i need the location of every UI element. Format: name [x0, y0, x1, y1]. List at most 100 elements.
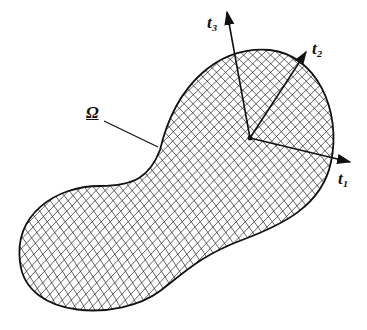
mesh-line: [0, 0, 6, 330]
mesh-line: [0, 0, 3, 330]
mesh-line: [264, 0, 367, 330]
mesh-line: [291, 0, 367, 330]
mesh-line: [192, 0, 367, 330]
mesh-line: [0, 0, 105, 330]
origin-point: [248, 136, 253, 141]
mesh-line: [363, 0, 367, 330]
mesh-line: [93, 0, 367, 330]
mesh-line: [0, 0, 285, 330]
mesh-line: [201, 0, 367, 330]
mesh-line: [30, 0, 330, 330]
mesh-line: [345, 0, 367, 330]
mesh-line: [282, 0, 367, 330]
mesh-line: [0, 0, 249, 330]
mesh-line: [210, 0, 367, 330]
mesh-line: [0, 0, 96, 330]
mesh-line: [336, 0, 367, 330]
vector-label: t₂: [312, 40, 323, 57]
mesh-line: [201, 0, 367, 330]
vector-label: t₁: [338, 170, 349, 187]
mesh-line: [183, 0, 367, 330]
mesh-line: [0, 0, 273, 330]
mesh-line: [102, 0, 367, 330]
mesh-line: [210, 0, 367, 330]
mesh-line: [0, 0, 240, 330]
mesh-line: [354, 0, 367, 330]
mesh-line: [354, 0, 367, 330]
mesh-line: [0, 0, 24, 330]
vector-label: t₃: [207, 14, 218, 31]
mesh-line: [318, 0, 367, 330]
mesh-line: [75, 0, 367, 330]
mesh-line: [183, 0, 367, 330]
mesh-line: [0, 0, 156, 330]
mesh-line: [0, 0, 231, 330]
mesh-line: [309, 0, 367, 330]
mesh-line: [345, 0, 367, 330]
mesh-line: [327, 0, 367, 330]
mesh-line: [0, 0, 183, 330]
vector-arrow: [250, 52, 306, 138]
vector-arrow: [250, 138, 350, 162]
mesh-line: [0, 0, 75, 330]
mesh-line: [0, 0, 255, 330]
mesh-line: [291, 0, 367, 330]
mesh-line: [363, 0, 367, 330]
mesh-line: [0, 0, 21, 330]
mesh-line: [0, 0, 120, 330]
mesh-line: [219, 0, 367, 330]
mesh-line: [66, 0, 367, 330]
mesh-line: [0, 0, 192, 330]
mesh-line: [0, 0, 114, 330]
mesh-line: [0, 0, 294, 330]
mesh-line: [84, 0, 367, 330]
mesh-line: [0, 0, 186, 330]
mesh-line: [0, 0, 87, 330]
mesh-line: [57, 0, 367, 330]
mesh-line: [273, 0, 367, 330]
mesh-line: [84, 0, 367, 330]
mesh-line: [0, 0, 222, 330]
mesh-line: [93, 0, 367, 330]
mesh-line: [75, 0, 367, 330]
mesh-line: [39, 0, 339, 330]
surface-outline: [19, 50, 333, 311]
mesh-line: [39, 0, 367, 330]
region-label: Ω: [86, 104, 99, 121]
mesh-line: [0, 0, 48, 330]
mesh-line: [0, 0, 345, 330]
mesh-line: [0, 0, 111, 330]
mesh-line: [0, 0, 93, 330]
mesh-line: [0, 0, 138, 330]
mesh-line: [0, 0, 159, 330]
mesh-line: [129, 0, 367, 330]
mesh-line: [0, 0, 39, 330]
mesh-line: [0, 0, 15, 330]
mesh-line: [264, 0, 367, 330]
mesh-line: [0, 0, 57, 330]
mesh-line: [0, 0, 33, 330]
mesh-line: [66, 0, 366, 330]
mesh-line: [336, 0, 367, 330]
mesh-line: [219, 0, 367, 330]
leader-line: [104, 121, 158, 147]
mesh-line: [0, 0, 141, 330]
mesh-line: [0, 0, 78, 330]
mesh-line: [30, 0, 367, 330]
mesh-line: [228, 0, 367, 330]
mesh-line: [21, 0, 367, 330]
mesh-line: [0, 0, 267, 330]
mesh-line: [129, 0, 367, 330]
mesh-line: [327, 0, 367, 330]
mesh-line: [273, 0, 367, 330]
mesh-line: [0, 0, 276, 330]
mesh-line: [0, 0, 147, 330]
mesh-line: [309, 0, 367, 330]
mesh-line: [0, 0, 42, 330]
mesh-line: [282, 0, 367, 330]
mesh-line: [3, 0, 363, 330]
mesh-line: [0, 0, 258, 330]
